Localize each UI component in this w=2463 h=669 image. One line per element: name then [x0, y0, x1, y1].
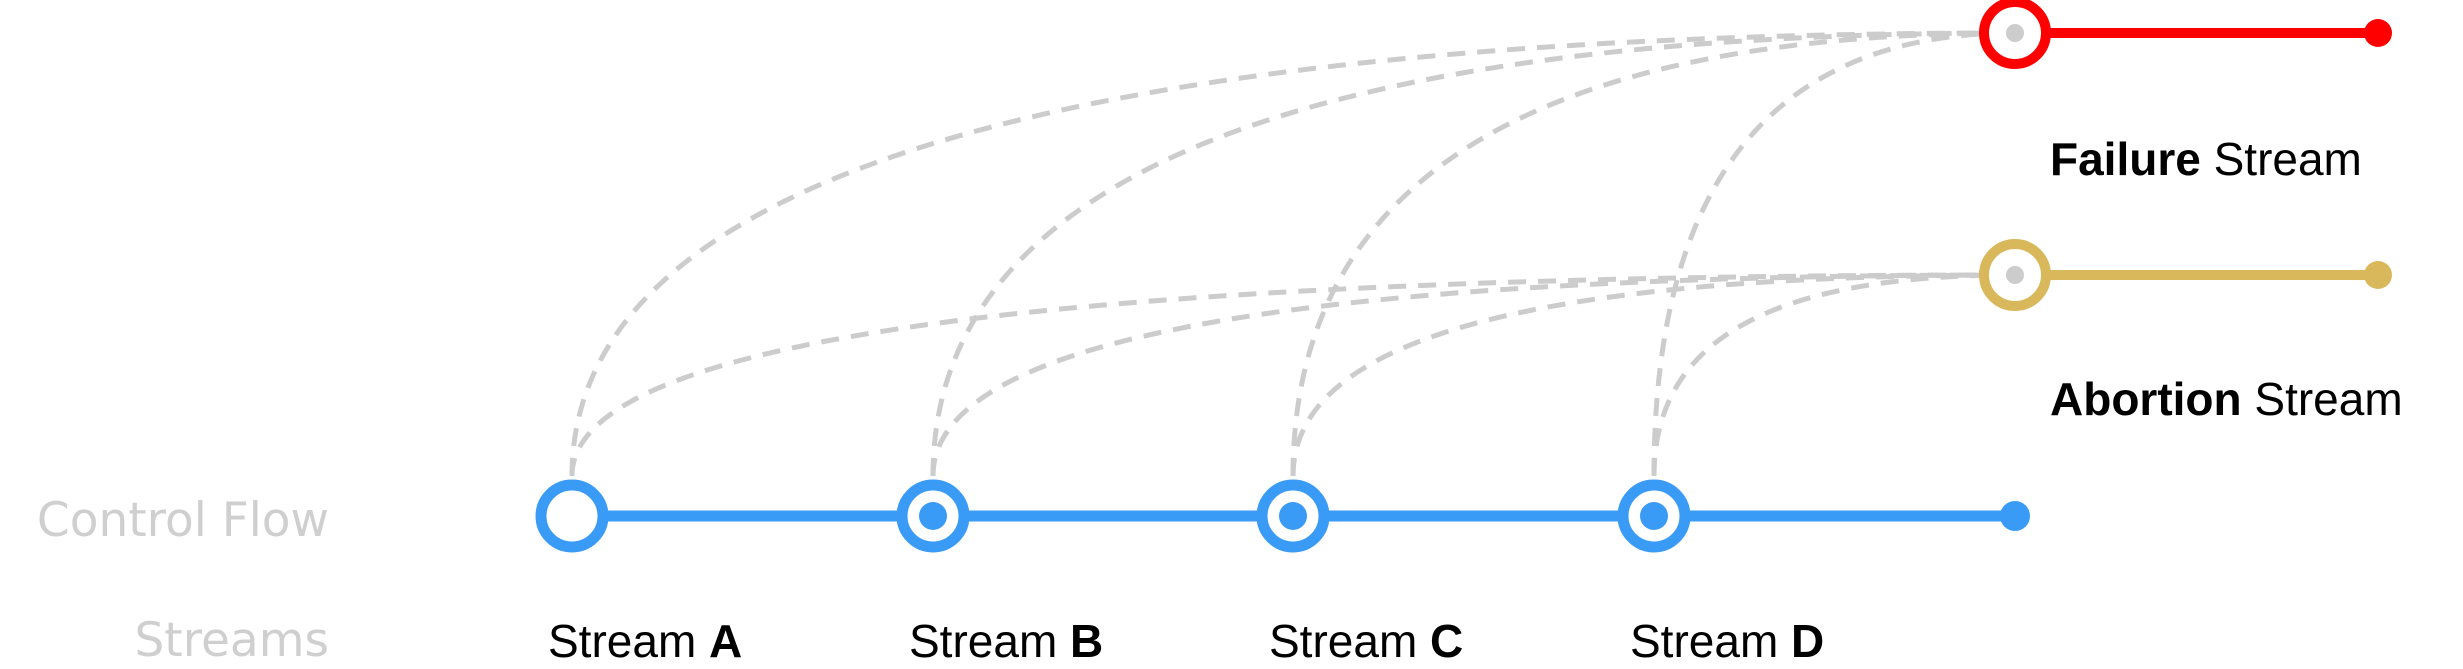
- stream-label-d: Stream D: [1630, 615, 1825, 667]
- stream-node-a: [535, 479, 609, 553]
- control-flow-end-dot: [2000, 501, 2030, 531]
- abortion-stream-line: [1979, 239, 2392, 311]
- stream-node-center-d: [1640, 502, 1668, 530]
- connector-to-failure-b: [930, 30, 2016, 477]
- control-flow-row-label: Control Flow: [36, 493, 329, 548]
- connector-to-failure-c: [1290, 30, 2016, 477]
- abortion-connector-junction: [2006, 266, 2024, 284]
- failure-connector-junction: [2006, 24, 2024, 42]
- failure-stream-end-dot: [2364, 19, 2392, 47]
- streams-row-label: Streams: [134, 613, 329, 668]
- stream-node-center-b: [919, 502, 947, 530]
- stream-label-c: Stream C: [1269, 615, 1464, 667]
- connector-to-failure-d: [1651, 30, 2016, 477]
- stream-label-a: Stream A: [548, 615, 743, 667]
- stream-label-b: Stream B: [909, 615, 1104, 667]
- stream-node-center-c: [1279, 502, 1307, 530]
- connector-to-abortion-d: [1651, 272, 2016, 477]
- failure-stream-line: [1979, 0, 2392, 69]
- connector-to-abortion-a: [569, 272, 2016, 477]
- connector-to-failure-a: [569, 30, 2016, 477]
- abortion-stream-label: Abortion Stream: [2050, 373, 2403, 425]
- connector-to-abortion-b: [930, 272, 2016, 477]
- failure-stream-label: Failure Stream: [2050, 133, 2362, 185]
- abortion-stream-end-dot: [2364, 261, 2392, 289]
- dashed-connectors: [569, 30, 2016, 477]
- connector-to-abortion-c: [1290, 272, 2016, 477]
- control-flow-line: [535, 479, 2030, 553]
